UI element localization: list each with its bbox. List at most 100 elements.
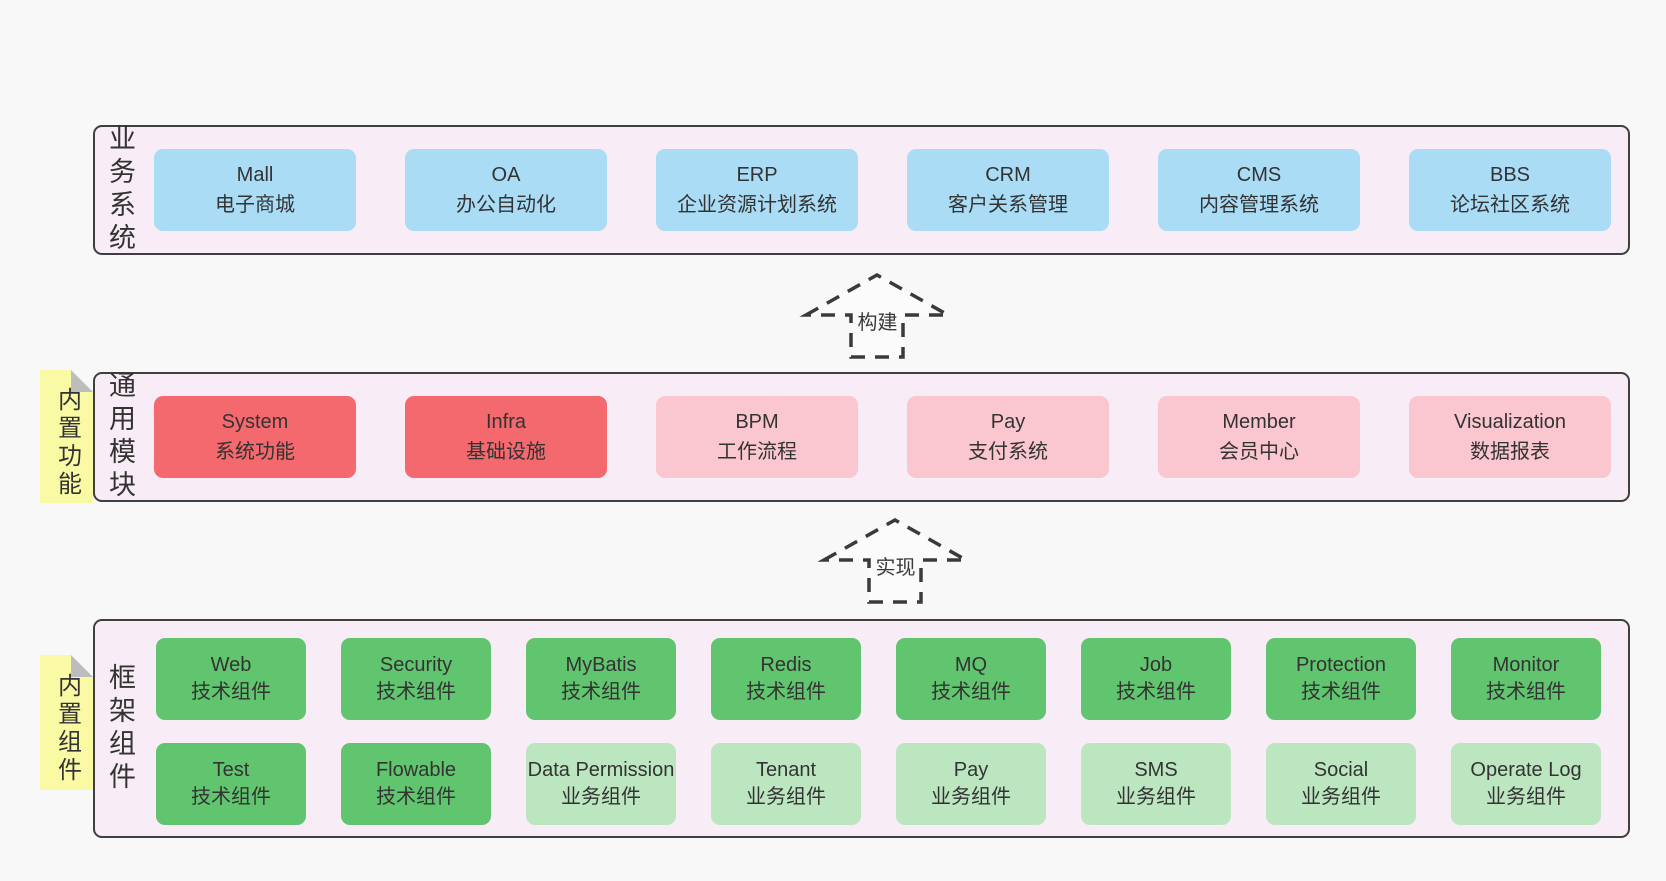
box-name: Operate Log (1470, 759, 1582, 781)
layer-framework-components: 框架组件 Web 技术组件 Security 技术组件 MyBatis 技术组件… (93, 619, 1630, 838)
box-desc: 会员中心 (1219, 441, 1299, 463)
box-monitor: Monitor 技术组件 (1451, 638, 1601, 720)
box-pay-component: Pay 业务组件 (896, 743, 1046, 825)
box-desc: 论坛社区系统 (1450, 194, 1570, 216)
sticky-built-in-components: 内置组件 (40, 655, 93, 790)
box-desc: 基础设施 (466, 441, 546, 463)
arrow-build-label: 构建 (854, 306, 901, 335)
box-name: Pay (953, 759, 989, 781)
box-erp: ERP 企业资源计划系统 (656, 149, 858, 231)
box-name: Protection (1295, 654, 1387, 676)
box-desc: 技术组件 (191, 786, 271, 808)
box-security: Security 技术组件 (341, 638, 491, 720)
layer-common-modules: 通用模块 System 系统功能 Infra 基础设施 BPM 工作流程 Pay… (93, 371, 1630, 503)
box-desc: 支付系统 (968, 441, 1048, 463)
box-member: Member 会员中心 (1158, 396, 1360, 478)
box-name: OA (491, 164, 521, 186)
folded-corner-icon (71, 370, 93, 392)
arrow-implement: 实现 (817, 513, 973, 608)
box-desc: 企业资源计划系统 (677, 194, 837, 216)
box-name: Social (1313, 759, 1369, 781)
box-redis: Redis 技术组件 (711, 638, 861, 720)
box-desc: 业务组件 (931, 786, 1011, 808)
box-name: Mall (236, 164, 274, 186)
box-system: System 系统功能 (154, 396, 356, 478)
box-job: Job 技术组件 (1081, 638, 1231, 720)
box-name: MyBatis (565, 654, 637, 676)
box-name: SMS (1134, 759, 1178, 781)
box-desc: 业务组件 (1301, 786, 1381, 808)
box-name: Security (379, 654, 453, 676)
box-test: Test 技术组件 (156, 743, 306, 825)
box-name: Data Permission (527, 759, 675, 781)
box-name: MQ (954, 654, 988, 676)
box-desc: 业务组件 (746, 786, 826, 808)
box-desc: 电子商城 (215, 194, 295, 216)
box-desc: 客户关系管理 (948, 194, 1068, 216)
box-desc: 技术组件 (191, 681, 271, 703)
box-name: Pay (990, 411, 1026, 433)
framework-row-1: Web 技术组件 Security 技术组件 MyBatis 技术组件 Redi… (156, 638, 1601, 720)
box-pay-system: Pay 支付系统 (907, 396, 1109, 478)
box-infra: Infra 基础设施 (405, 396, 607, 478)
box-bpm: BPM 工作流程 (656, 396, 858, 478)
box-flowable: Flowable 技术组件 (341, 743, 491, 825)
box-name: BBS (1489, 164, 1531, 186)
box-mall: Mall 电子商城 (154, 149, 356, 231)
box-desc: 业务组件 (1486, 786, 1566, 808)
box-mybatis: MyBatis 技术组件 (526, 638, 676, 720)
sticky-built-in-features: 内置功能 (40, 370, 93, 503)
box-data-permission: Data Permission 业务组件 (526, 743, 676, 825)
box-desc: 技术组件 (561, 681, 641, 703)
box-desc: 内容管理系统 (1199, 194, 1319, 216)
box-name: Monitor (1492, 654, 1560, 676)
layer-business-systems: 业务系统 Mall 电子商城 OA 办公自动化 ERP 企业资源计划系统 CRM… (93, 124, 1630, 256)
folded-corner-icon (71, 655, 93, 677)
framework-box-grid: Web 技术组件 Security 技术组件 MyBatis 技术组件 Redi… (156, 638, 1601, 825)
box-cms: CMS 内容管理系统 (1158, 149, 1360, 231)
box-desc: 业务组件 (561, 786, 641, 808)
arrow-implement-label: 实现 (872, 551, 919, 580)
box-name: Visualization (1454, 411, 1566, 433)
sticky-built-in-features-label: 内置功能 (53, 386, 81, 499)
box-name: CMS (1236, 164, 1282, 186)
box-desc: 办公自动化 (456, 194, 556, 216)
modules-box-row: System 系统功能 Infra 基础设施 BPM 工作流程 Pay 支付系统… (154, 374, 1611, 500)
box-desc: 工作流程 (717, 441, 797, 463)
box-tenant: Tenant 业务组件 (711, 743, 861, 825)
box-crm: CRM 客户关系管理 (907, 149, 1109, 231)
box-name: Infra (485, 411, 527, 433)
box-name: Member (1222, 411, 1296, 433)
box-operate-log: Operate Log 业务组件 (1451, 743, 1601, 825)
box-name: Tenant (755, 759, 817, 781)
box-name: Web (210, 654, 252, 676)
box-name: ERP (736, 164, 778, 186)
box-name: BPM (735, 411, 779, 433)
box-desc: 技术组件 (931, 681, 1011, 703)
box-sms: SMS 业务组件 (1081, 743, 1231, 825)
box-desc: 技术组件 (376, 681, 456, 703)
box-name: Flowable (375, 759, 457, 781)
box-desc: 技术组件 (1301, 681, 1381, 703)
box-visualization: Visualization 数据报表 (1409, 396, 1611, 478)
layer-framework-components-label: 框架组件 (105, 662, 135, 795)
box-desc: 技术组件 (376, 786, 456, 808)
box-desc: 业务组件 (1116, 786, 1196, 808)
layer-common-modules-label: 通用模块 (105, 371, 135, 503)
box-web: Web 技术组件 (156, 638, 306, 720)
arrow-build: 构建 (799, 268, 955, 363)
box-name: CRM (985, 164, 1031, 186)
business-box-row: Mall 电子商城 OA 办公自动化 ERP 企业资源计划系统 CRM 客户关系… (154, 127, 1611, 253)
box-desc: 数据报表 (1470, 441, 1550, 463)
sticky-built-in-components-label: 内置组件 (53, 672, 81, 785)
box-protection: Protection 技术组件 (1266, 638, 1416, 720)
box-mq: MQ 技术组件 (896, 638, 1046, 720)
box-name: Job (1139, 654, 1173, 676)
box-desc: 技术组件 (1116, 681, 1196, 703)
box-social: Social 业务组件 (1266, 743, 1416, 825)
box-name: Test (212, 759, 250, 781)
box-oa: OA 办公自动化 (405, 149, 607, 231)
box-bbs: BBS 论坛社区系统 (1409, 149, 1611, 231)
box-name: System (221, 411, 289, 433)
